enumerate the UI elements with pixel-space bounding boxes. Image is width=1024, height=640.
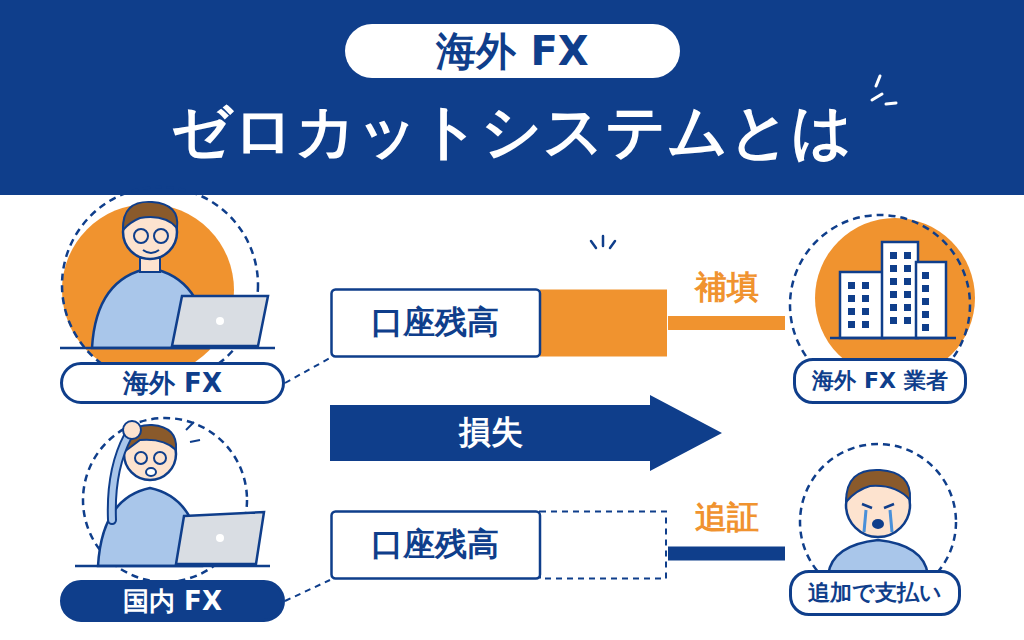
overseas-trader — [60, 187, 275, 383]
balance-box: 口座残高 — [330, 510, 668, 580]
sparkle — [591, 236, 615, 248]
node-text: 国内 FX — [123, 584, 222, 619]
loss-arrow: 損失 — [330, 395, 722, 471]
company-node: 海外 FX 業者 — [785, 220, 975, 404]
market-pill: 国内 FX — [60, 580, 285, 622]
node-text: 追加で支払い — [789, 570, 961, 616]
balance-box: 口座残高 — [330, 288, 668, 358]
node-text: 口座残高 — [371, 301, 499, 345]
sparkle — [872, 76, 896, 104]
connector-bar — [668, 316, 785, 330]
domestic-trader — [75, 418, 270, 582]
title: ゼロカットシステムとは — [0, 92, 1024, 173]
title-pill: 海外 FX — [345, 24, 680, 78]
node-text: 海外 FX 業者 — [793, 358, 966, 404]
customer-node: 追加で支払い — [785, 440, 965, 616]
edge-label: 追証 — [691, 496, 763, 540]
node-text: 口座残高 — [371, 523, 499, 567]
connector-bar — [668, 546, 785, 560]
edge-label: 補填 — [691, 266, 763, 310]
market-pill: 海外 FX — [60, 362, 285, 404]
node-text: 海外 FX — [123, 366, 222, 401]
leader-line — [285, 580, 330, 601]
leader-line — [285, 358, 330, 383]
node-text: 海外 FX — [436, 24, 588, 79]
node-text: 損失 — [459, 411, 523, 455]
arrow-shape — [330, 395, 722, 471]
title-band — [0, 0, 1024, 195]
